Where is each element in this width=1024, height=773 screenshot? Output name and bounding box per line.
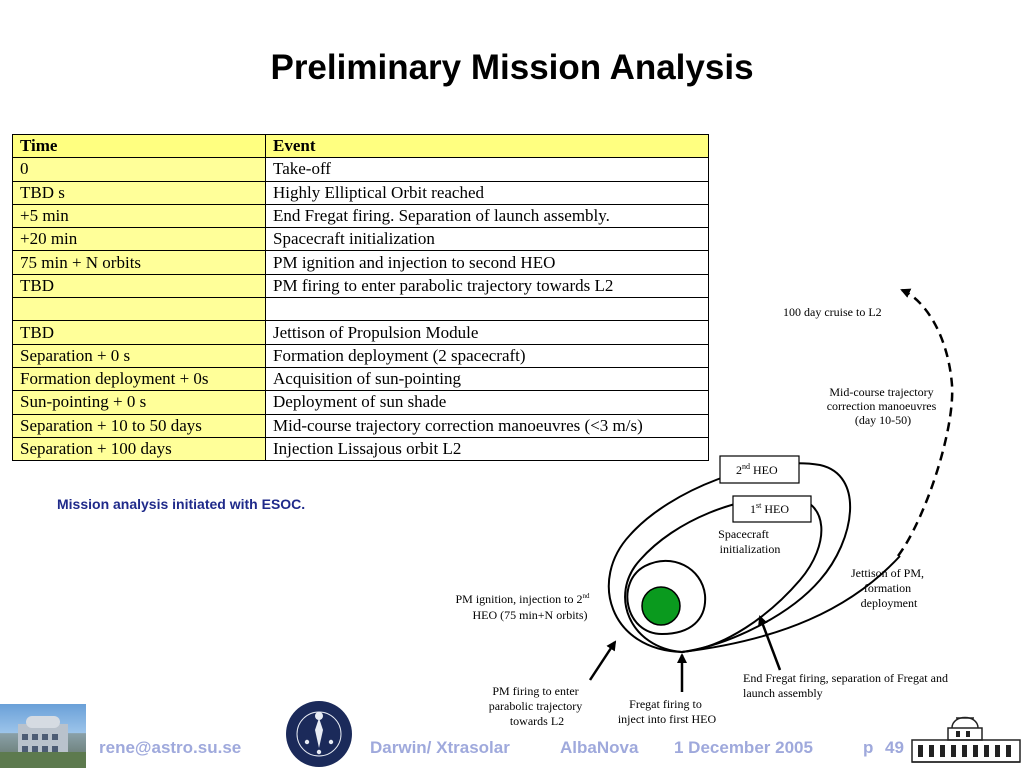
heo1-label: 1st HEO xyxy=(750,501,789,516)
event-cell: Mid-course trajectory correction manoeuv… xyxy=(265,413,709,438)
heo2-label: 2nd HEO xyxy=(736,462,778,477)
event-cell: Acquisition of sun-pointing xyxy=(265,366,709,392)
time-cell: Separation + 10 to 50 days xyxy=(12,413,266,438)
cruise-trajectory-dashed xyxy=(896,288,954,557)
time-cell: Separation + 100 days xyxy=(12,436,266,462)
event-cell: End Fregat firing. Separation of launch … xyxy=(265,203,709,229)
pm-firing-label: PM firing to enter parabolic trajectory … xyxy=(489,684,586,728)
parabolic-trajectory-curve xyxy=(681,555,901,653)
table-header-row: Time Event xyxy=(12,133,709,159)
pm-firing-arrow xyxy=(588,640,617,681)
event-cell: Highly Elliptical Orbit reached xyxy=(265,180,709,205)
spacecraft-init-label: Spacecraft initialization xyxy=(718,527,780,556)
stockholm-university-seal xyxy=(286,701,352,767)
time-cell: Separation + 0 s xyxy=(12,343,266,368)
observatory-logo xyxy=(911,716,1021,763)
heo2-label-box xyxy=(719,455,800,484)
event-cell: Take-off xyxy=(265,157,709,182)
time-cell: TBD s xyxy=(12,180,266,205)
time-cell: 75 min + N orbits xyxy=(12,250,266,275)
event-cell: PM ignition and injection to second HEO xyxy=(265,250,709,275)
time-cell: Sun-pointing + 0 s xyxy=(12,390,266,415)
event-cell: Spacecraft initialization xyxy=(265,227,709,252)
cruise-label: 100 day cruise to L2 xyxy=(783,305,882,319)
second-heo-orbit xyxy=(607,462,852,654)
heo1-label-box xyxy=(732,495,812,523)
parking-orbit xyxy=(626,559,707,636)
time-cell: +5 min xyxy=(12,203,266,229)
time-cell: +20 min xyxy=(12,227,266,252)
slide-title: Preliminary Mission Analysis xyxy=(270,48,754,87)
footer-venue: AlbaNova xyxy=(560,738,639,757)
event-cell: Injection Lissajous orbit L2 xyxy=(265,436,709,462)
footer-page-prefix: p xyxy=(863,738,874,757)
footer-page-number: 49 xyxy=(885,738,904,757)
footer-email: rene@astro.su.se xyxy=(99,738,242,757)
event-cell: Deployment of sun shade xyxy=(265,390,709,415)
midcourse-label: Mid-course trajectory correction manoeuv… xyxy=(827,385,940,427)
time-cell: 0 xyxy=(12,157,266,182)
footer-date: 1 December 2005 xyxy=(674,738,813,757)
event-cell: Jettison of Propulsion Module xyxy=(265,320,709,345)
footer-project: Darwin/ Xtrasolar xyxy=(370,738,510,757)
column-header-event: Event xyxy=(265,133,709,159)
pm-ignition-label: PM ignition, injection to 2nd HEO (75 mi… xyxy=(455,587,592,622)
event-cell: Formation deployment (2 spacecraft) xyxy=(265,343,709,368)
albanova-building-photo xyxy=(0,704,86,768)
time-cell xyxy=(12,297,266,322)
time-cell: Formation deployment + 0s xyxy=(12,366,266,392)
event-cell: PM firing to enter parabolic trajectory … xyxy=(265,273,709,299)
event-cell xyxy=(265,297,709,322)
end-fregat-label: End Fregat firing, separation of Fregat … xyxy=(743,671,951,700)
end-fregat-arrow xyxy=(758,615,782,671)
esoc-note: Mission analysis initiated with ESOC. xyxy=(57,496,306,512)
fregat-firing-label: Fregat firing to inject into first HEO xyxy=(618,697,717,726)
table-row xyxy=(12,297,709,322)
jettison-label: Jettison of PM, formation deployment xyxy=(851,566,927,610)
earth-circle xyxy=(641,586,681,626)
